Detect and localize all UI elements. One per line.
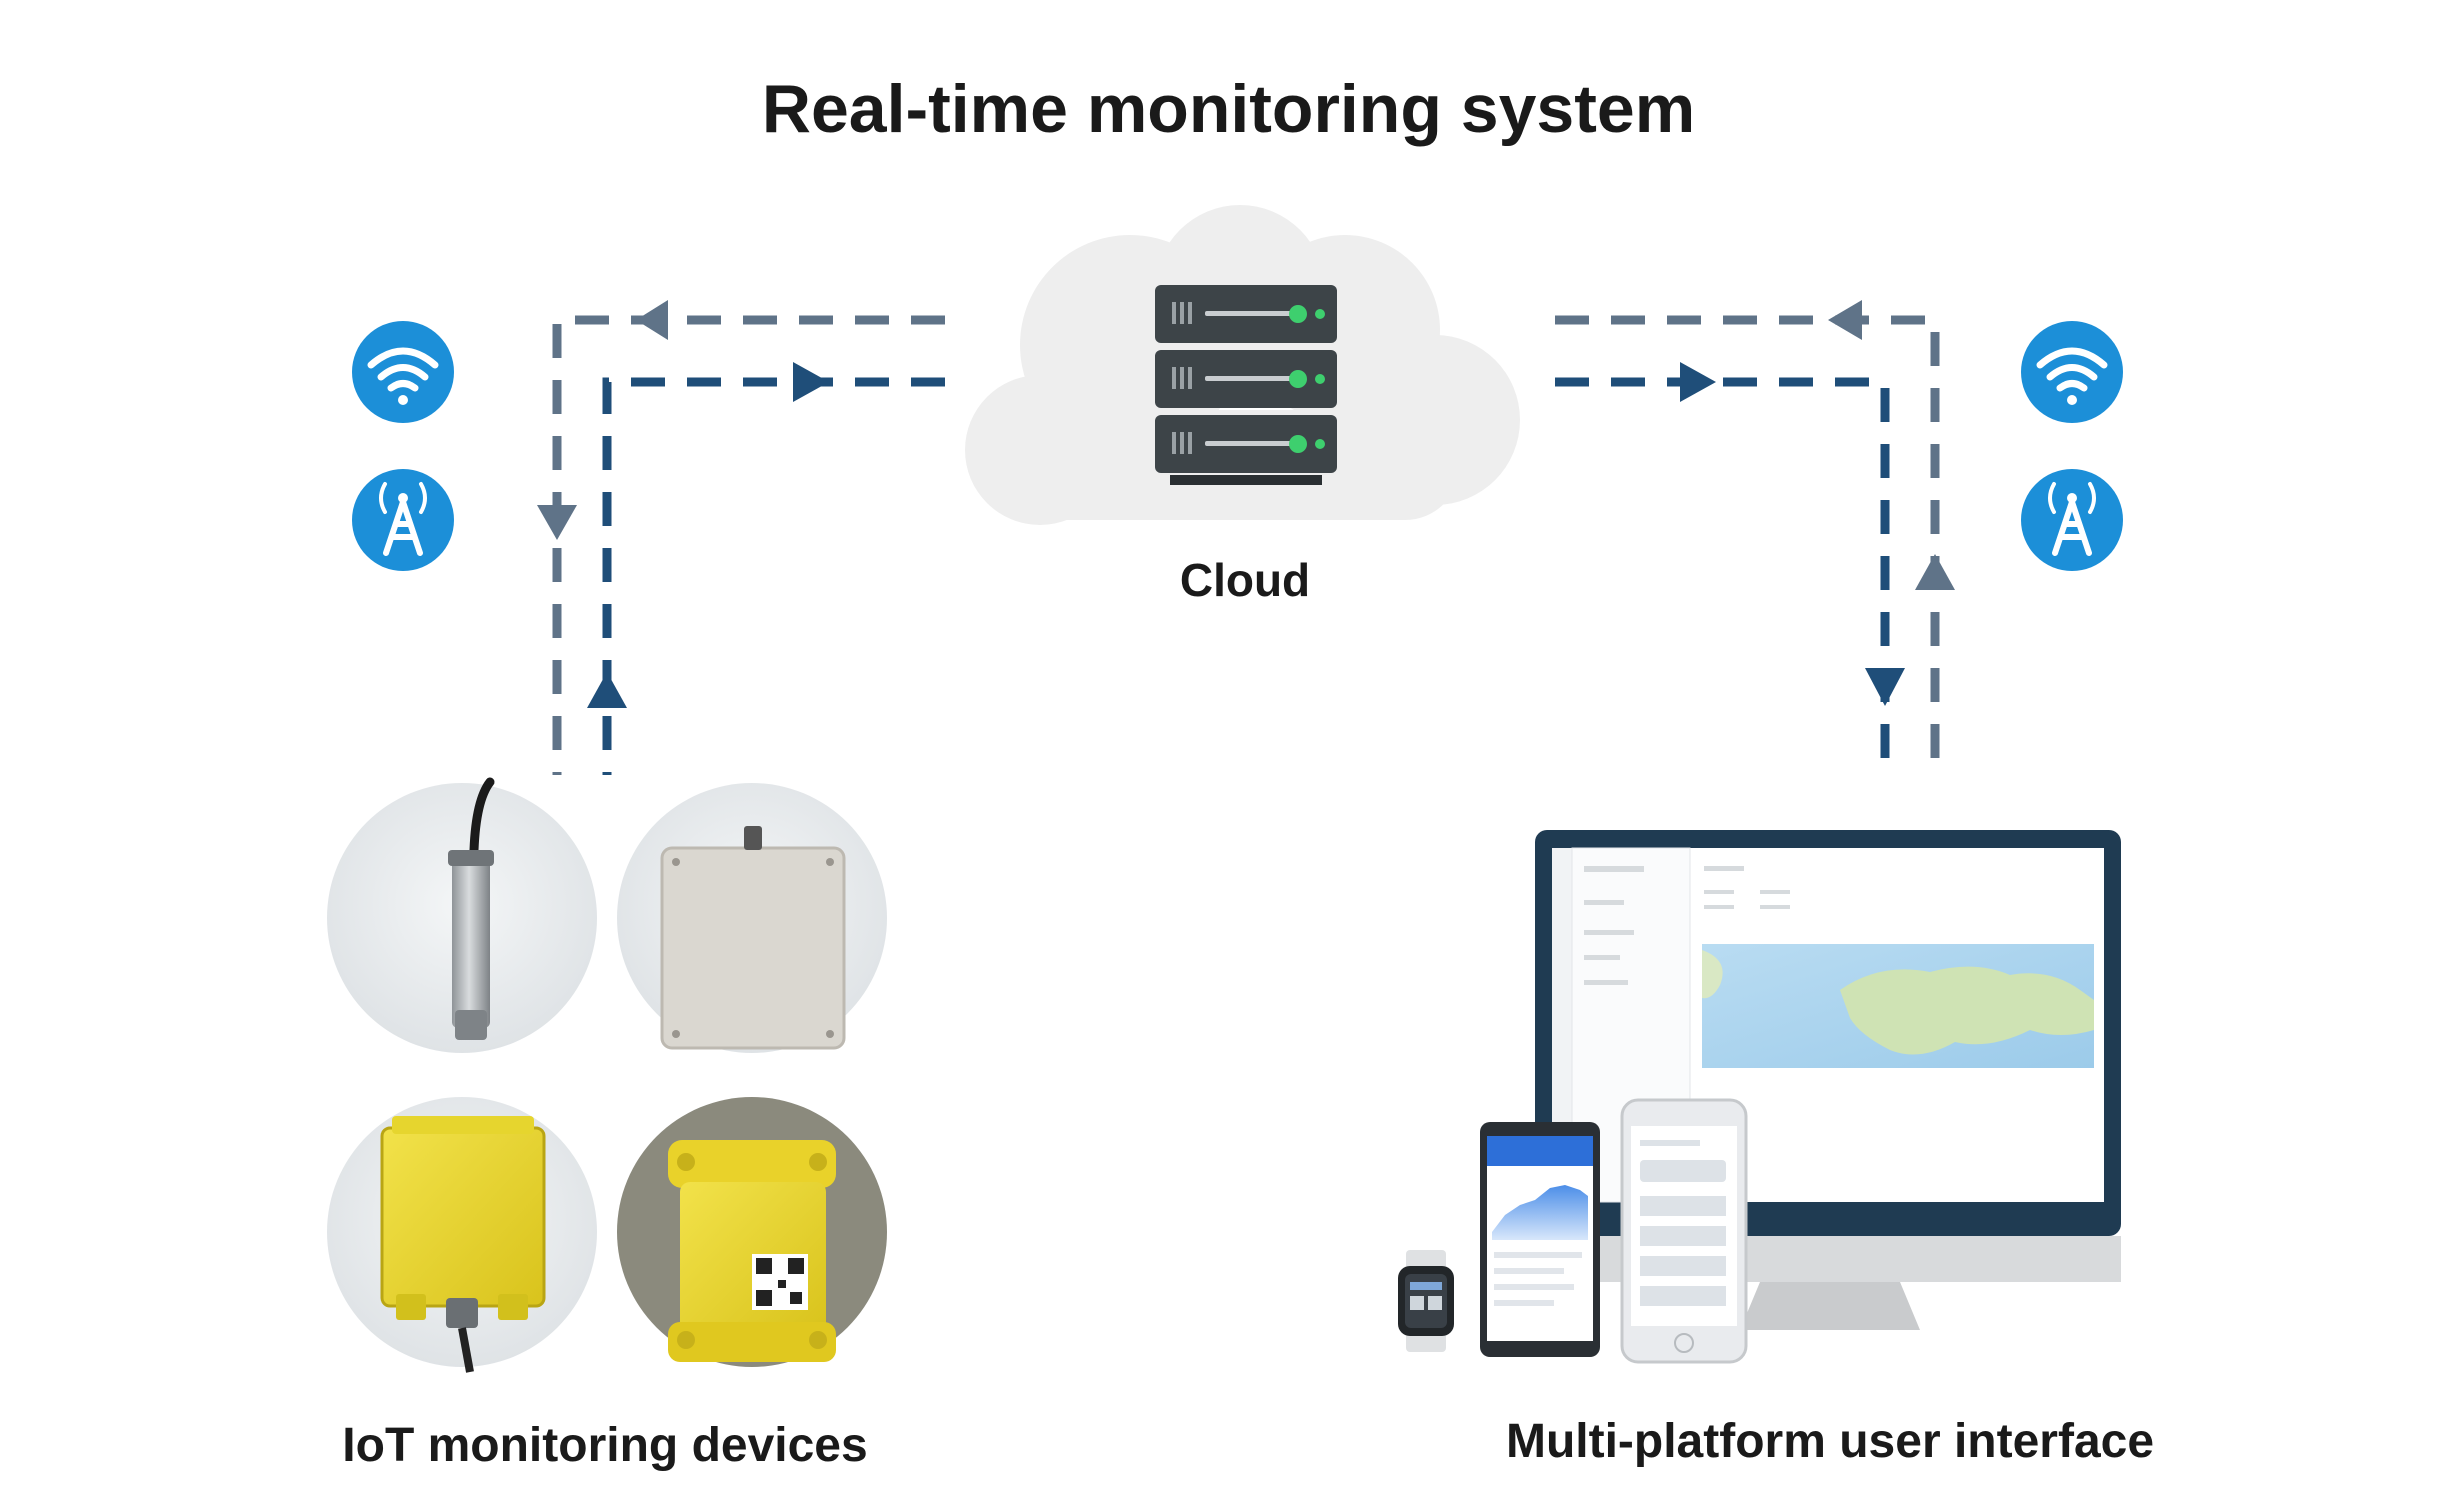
right-upstream-flow: [1555, 300, 1955, 775]
probe-sensor-image: [327, 777, 597, 1053]
server-rack-icon: [1155, 285, 1337, 485]
cell-tower-icon: [2021, 469, 2123, 571]
arrow-down-icon: [1865, 668, 1905, 706]
enclosure-device-image: [617, 783, 887, 1053]
map-landmass: [1840, 966, 2094, 1055]
iphone-image: [1620, 1098, 1748, 1364]
arrow-left-icon: [636, 300, 668, 340]
right-downstream-flow: [1555, 362, 1905, 775]
arrow-up-icon: [587, 672, 627, 708]
qr-code-icon: [752, 1254, 808, 1310]
left-downstream-flow: [587, 362, 945, 775]
arrow-right-icon: [1680, 362, 1716, 402]
arrow-left-icon: [1828, 300, 1862, 340]
android-phone-image: [1480, 1122, 1600, 1357]
cloud-label: Cloud: [1179, 554, 1311, 606]
page-title: Real-time monitoring system: [761, 71, 1696, 147]
multi-platform-devices-group: [1398, 830, 2121, 1364]
yellow-box-sensor-image: [327, 1097, 597, 1373]
arrow-down-icon: [537, 505, 577, 540]
cell-tower-icon: [352, 469, 454, 571]
wifi-icon: [2021, 321, 2123, 423]
smartwatch-image: [1398, 1250, 1454, 1352]
yellow-cylinder-sensor-image: [617, 1097, 887, 1367]
arrow-right-icon: [793, 362, 829, 402]
cloud-node: [965, 205, 1520, 525]
left-upstream-flow: [537, 300, 945, 775]
iot-devices-label: IoT monitoring devices: [342, 1419, 868, 1472]
arrow-up-icon: [1915, 554, 1955, 590]
iot-devices-group: [327, 777, 887, 1373]
wifi-icon: [352, 321, 454, 423]
user-interface-label: Multi-platform user interface: [1505, 1415, 2155, 1468]
